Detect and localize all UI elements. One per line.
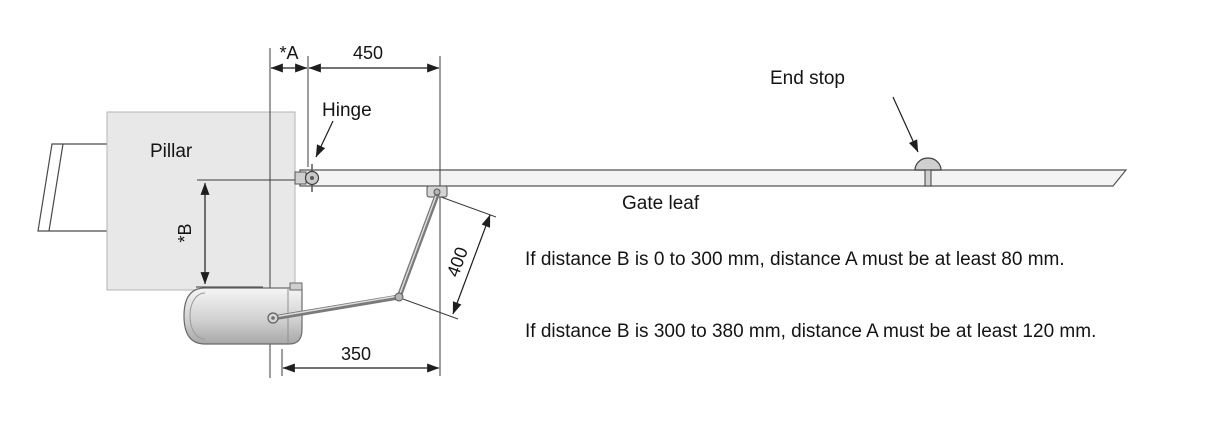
wall-section	[37, 143, 111, 232]
end-stop-leader-arrow	[892, 96, 919, 153]
dim-450-label: 450	[353, 43, 383, 63]
hinge-leader-arrow	[315, 120, 334, 158]
dim-400-line	[452, 214, 491, 315]
dim-b-label: *B	[175, 223, 195, 242]
pillar-label: Pillar	[150, 141, 193, 162]
dim-a-label: *A	[279, 43, 298, 63]
hinge-label: Hinge	[322, 100, 372, 121]
gate-leaf-label: Gate leaf	[622, 193, 700, 214]
pillar-shape	[106, 111, 296, 291]
gear-motor-shape	[183, 282, 303, 345]
note-distance-rule-2: If distance B is 300 to 380 mm, distance…	[525, 321, 1096, 342]
operator-arm-shape	[267, 185, 448, 324]
gate-leaf-shape	[299, 169, 1128, 187]
end-stop-label: End stop	[770, 68, 845, 89]
end-stop-shape	[914, 157, 942, 187]
note-distance-rule-1: If distance B is 0 to 300 mm, distance A…	[525, 249, 1065, 270]
dim-350-label: 350	[341, 344, 371, 364]
hinge-icon	[294, 164, 320, 192]
